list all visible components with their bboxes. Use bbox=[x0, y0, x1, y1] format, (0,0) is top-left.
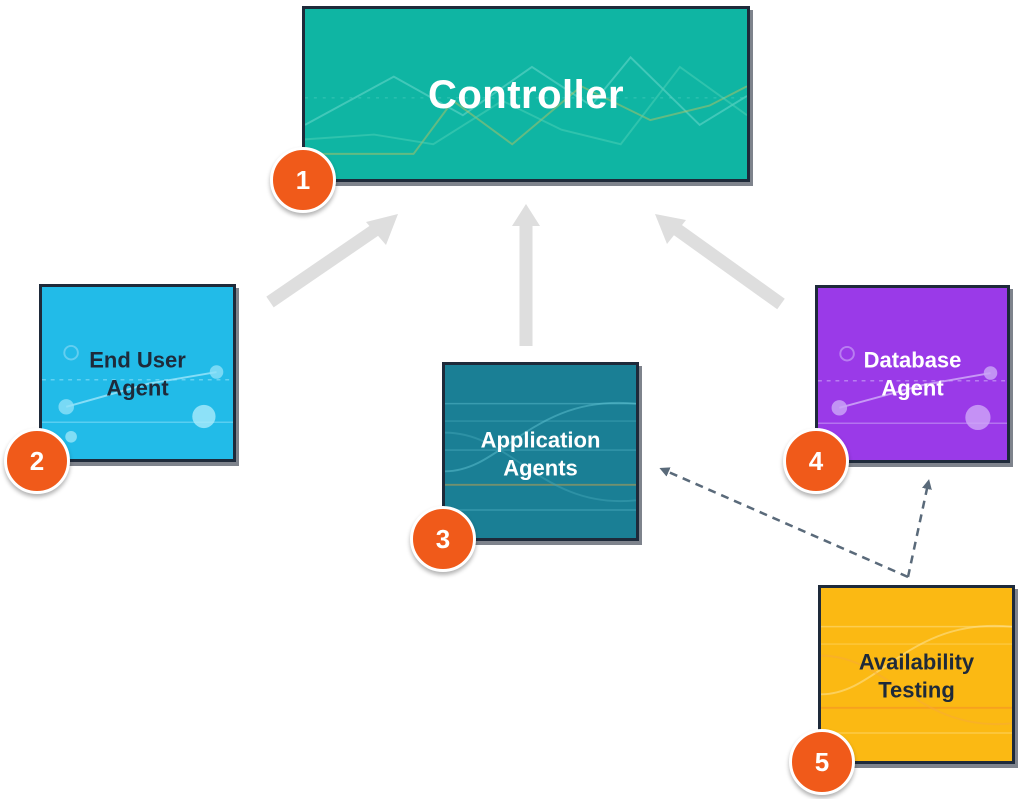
controller-node[interactable]: Controller bbox=[302, 6, 750, 182]
database-agent-label-line1: Database bbox=[863, 347, 962, 373]
application-background-pattern bbox=[445, 401, 636, 511]
number-badge-1: 1 bbox=[270, 147, 336, 213]
number-badge-5: 5 bbox=[789, 729, 855, 795]
number-badge-2: 2 bbox=[4, 428, 70, 494]
application-agents-label: Application Agents bbox=[445, 427, 636, 482]
application-agents-label-line1: Application bbox=[480, 427, 601, 453]
availability-testing-label: Availability Testing bbox=[821, 649, 1012, 704]
end-user-agent-node[interactable]: End User Agent bbox=[39, 284, 236, 462]
availability-background-pattern bbox=[821, 624, 1012, 734]
database-agent-label: Database Agent bbox=[818, 347, 1007, 402]
end-user-agent-label-line1: End User bbox=[89, 347, 186, 373]
availability-testing-label-line1: Availability bbox=[858, 649, 975, 675]
database-background-pattern bbox=[818, 345, 1007, 431]
dashed-arrow-availability-to-database bbox=[906, 479, 932, 578]
arrow-end-user-to-controller bbox=[266, 214, 398, 308]
arrow-database-to-controller bbox=[655, 214, 785, 310]
application-agents-node[interactable]: Application Agents bbox=[442, 362, 639, 541]
number-badge-4: 4 bbox=[783, 428, 849, 494]
controller-label: Controller bbox=[427, 73, 625, 117]
availability-testing-node[interactable]: Availability Testing bbox=[818, 585, 1015, 764]
controller-background-pattern bbox=[305, 55, 747, 155]
number-badge-3: 3 bbox=[410, 506, 476, 572]
application-agents-label-line2: Agents bbox=[503, 455, 578, 480]
database-agent-label-line2: Agent bbox=[881, 375, 944, 400]
database-agent-node[interactable]: Database Agent bbox=[815, 285, 1010, 463]
dashed-arrow-availability-to-application bbox=[659, 467, 909, 579]
end-user-background-pattern bbox=[42, 344, 233, 443]
arrow-application-to-controller bbox=[512, 204, 540, 346]
availability-testing-label-line2: Testing bbox=[878, 677, 955, 702]
end-user-agent-label: End User Agent bbox=[42, 347, 233, 402]
end-user-agent-label-line2: Agent bbox=[106, 375, 169, 400]
